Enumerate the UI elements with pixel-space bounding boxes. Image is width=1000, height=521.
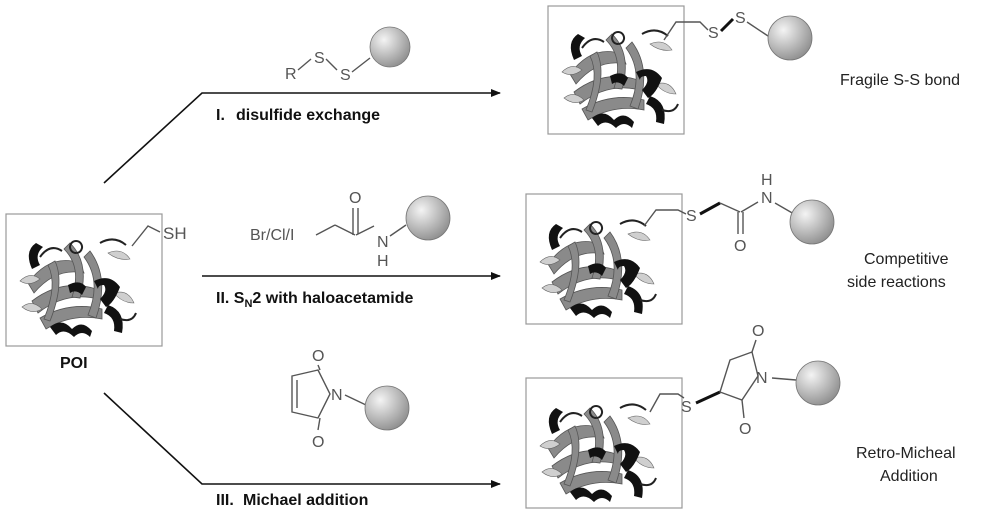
reagent-1-r: R	[285, 66, 297, 83]
product-3-ring	[719, 351, 759, 401]
route-2-note-line-1: Competitive	[864, 251, 949, 268]
poi-thiol-label: SH	[163, 224, 187, 243]
route-3-reagent: O N O	[291, 348, 410, 451]
product-2-o: O	[734, 238, 746, 255]
route-2-note-line-2: side reactions	[847, 274, 946, 291]
product-1-s2: S	[735, 10, 746, 27]
reagent-3-bead-bond	[344, 394, 367, 406]
product-1-linker	[663, 21, 709, 41]
product-1-s1: S	[708, 25, 719, 42]
route-2-numeral: II.	[216, 290, 229, 307]
bead-icon	[767, 15, 813, 61]
route-3-note-line-1: Retro-Micheal	[856, 445, 956, 462]
reagent-2-co-bond	[334, 224, 356, 236]
arrow-route-1	[103, 89, 501, 184]
reagent-1-bond-a	[297, 58, 312, 71]
reagent-3-co-bot	[317, 417, 321, 431]
route-2: II. SN2 with haloacetamide Br/Cl/I O N H…	[216, 172, 949, 325]
product-1-bead-bond	[746, 21, 769, 37]
product-2-cn-bond	[740, 201, 759, 213]
reagent-2-h: H	[377, 253, 389, 270]
route-2-reagent: Br/Cl/I O N H	[250, 190, 451, 270]
reagent-2-o: O	[349, 190, 361, 207]
product-3-linker	[649, 393, 685, 413]
reagent-2-bond-a	[315, 224, 336, 236]
product-3-co-bot	[741, 399, 745, 419]
bead-icon	[364, 385, 410, 431]
reagent-3-o1: O	[312, 348, 324, 365]
product-2: S O H N	[525, 172, 835, 325]
product-3: S O N O	[525, 323, 841, 509]
product-3-s: S	[681, 399, 692, 416]
route-2-label: II. SN2 with haloacetamide	[216, 290, 413, 310]
arrow-route-3	[103, 392, 501, 488]
route-2-name-sub: N	[244, 298, 252, 310]
route-arrows	[103, 89, 501, 488]
product-3-bead-bond	[771, 377, 797, 381]
route-2-name-rest: 2 with haloacetamide	[252, 290, 413, 307]
product-2-sc-bond	[699, 201, 721, 216]
product-2-cc-bond	[719, 202, 741, 213]
route-2-name-s: S	[234, 290, 245, 307]
product-2-s: S	[686, 208, 697, 225]
poi-group: SH POI	[5, 213, 187, 372]
product-3-n: N	[756, 370, 768, 387]
route-3-name: Michael addition	[243, 492, 368, 509]
product-3-co-top	[751, 339, 757, 353]
route-1-reagent: R S S	[285, 26, 411, 84]
reagent-1-s1: S	[314, 50, 325, 67]
product-3-o2: O	[739, 421, 751, 438]
bead-icon	[405, 195, 451, 241]
route-3-note-line-2: Addition	[880, 468, 938, 485]
product-3-o1: O	[752, 323, 764, 340]
poi-label: POI	[60, 355, 88, 372]
product-3-sc-bond	[695, 390, 721, 405]
bead-icon	[789, 199, 835, 245]
route-1-numeral: I.	[216, 107, 225, 124]
poi-linker	[131, 225, 161, 247]
route-1-name: disulfide exchange	[236, 107, 380, 124]
product-1: S S	[547, 5, 813, 135]
route-1-note: Fragile S-S bond	[840, 72, 960, 89]
route-3: III. Michael addition O N O S O N O	[216, 323, 956, 509]
reagent-2-cn-bond	[355, 225, 375, 236]
product-1-ss-bond	[719, 17, 735, 33]
route-3-numeral: III.	[216, 492, 234, 509]
bead-icon	[369, 26, 411, 68]
reagent-1-bond-c	[351, 57, 371, 73]
reagent-3-ring	[291, 369, 331, 419]
route-1: I. disulfide exchange R S S S S Fragile …	[216, 5, 960, 135]
reagent-2-n: N	[377, 234, 389, 251]
bead-icon	[795, 360, 841, 406]
product-2-linker	[643, 209, 687, 227]
product-2-h: H	[761, 172, 773, 189]
product-2-n: N	[761, 190, 773, 207]
reagent-3-o2: O	[312, 434, 324, 451]
reagent-3-co-top	[317, 364, 321, 371]
reagent-3-n: N	[331, 387, 343, 404]
product-2-bead-bond	[774, 202, 795, 215]
reagent-1-bond-b	[325, 58, 338, 71]
reagent-2-bead-bond	[389, 224, 407, 237]
reagent-1-s2: S	[340, 67, 351, 84]
reagent-2-halogen: Br/Cl/I	[250, 227, 294, 244]
